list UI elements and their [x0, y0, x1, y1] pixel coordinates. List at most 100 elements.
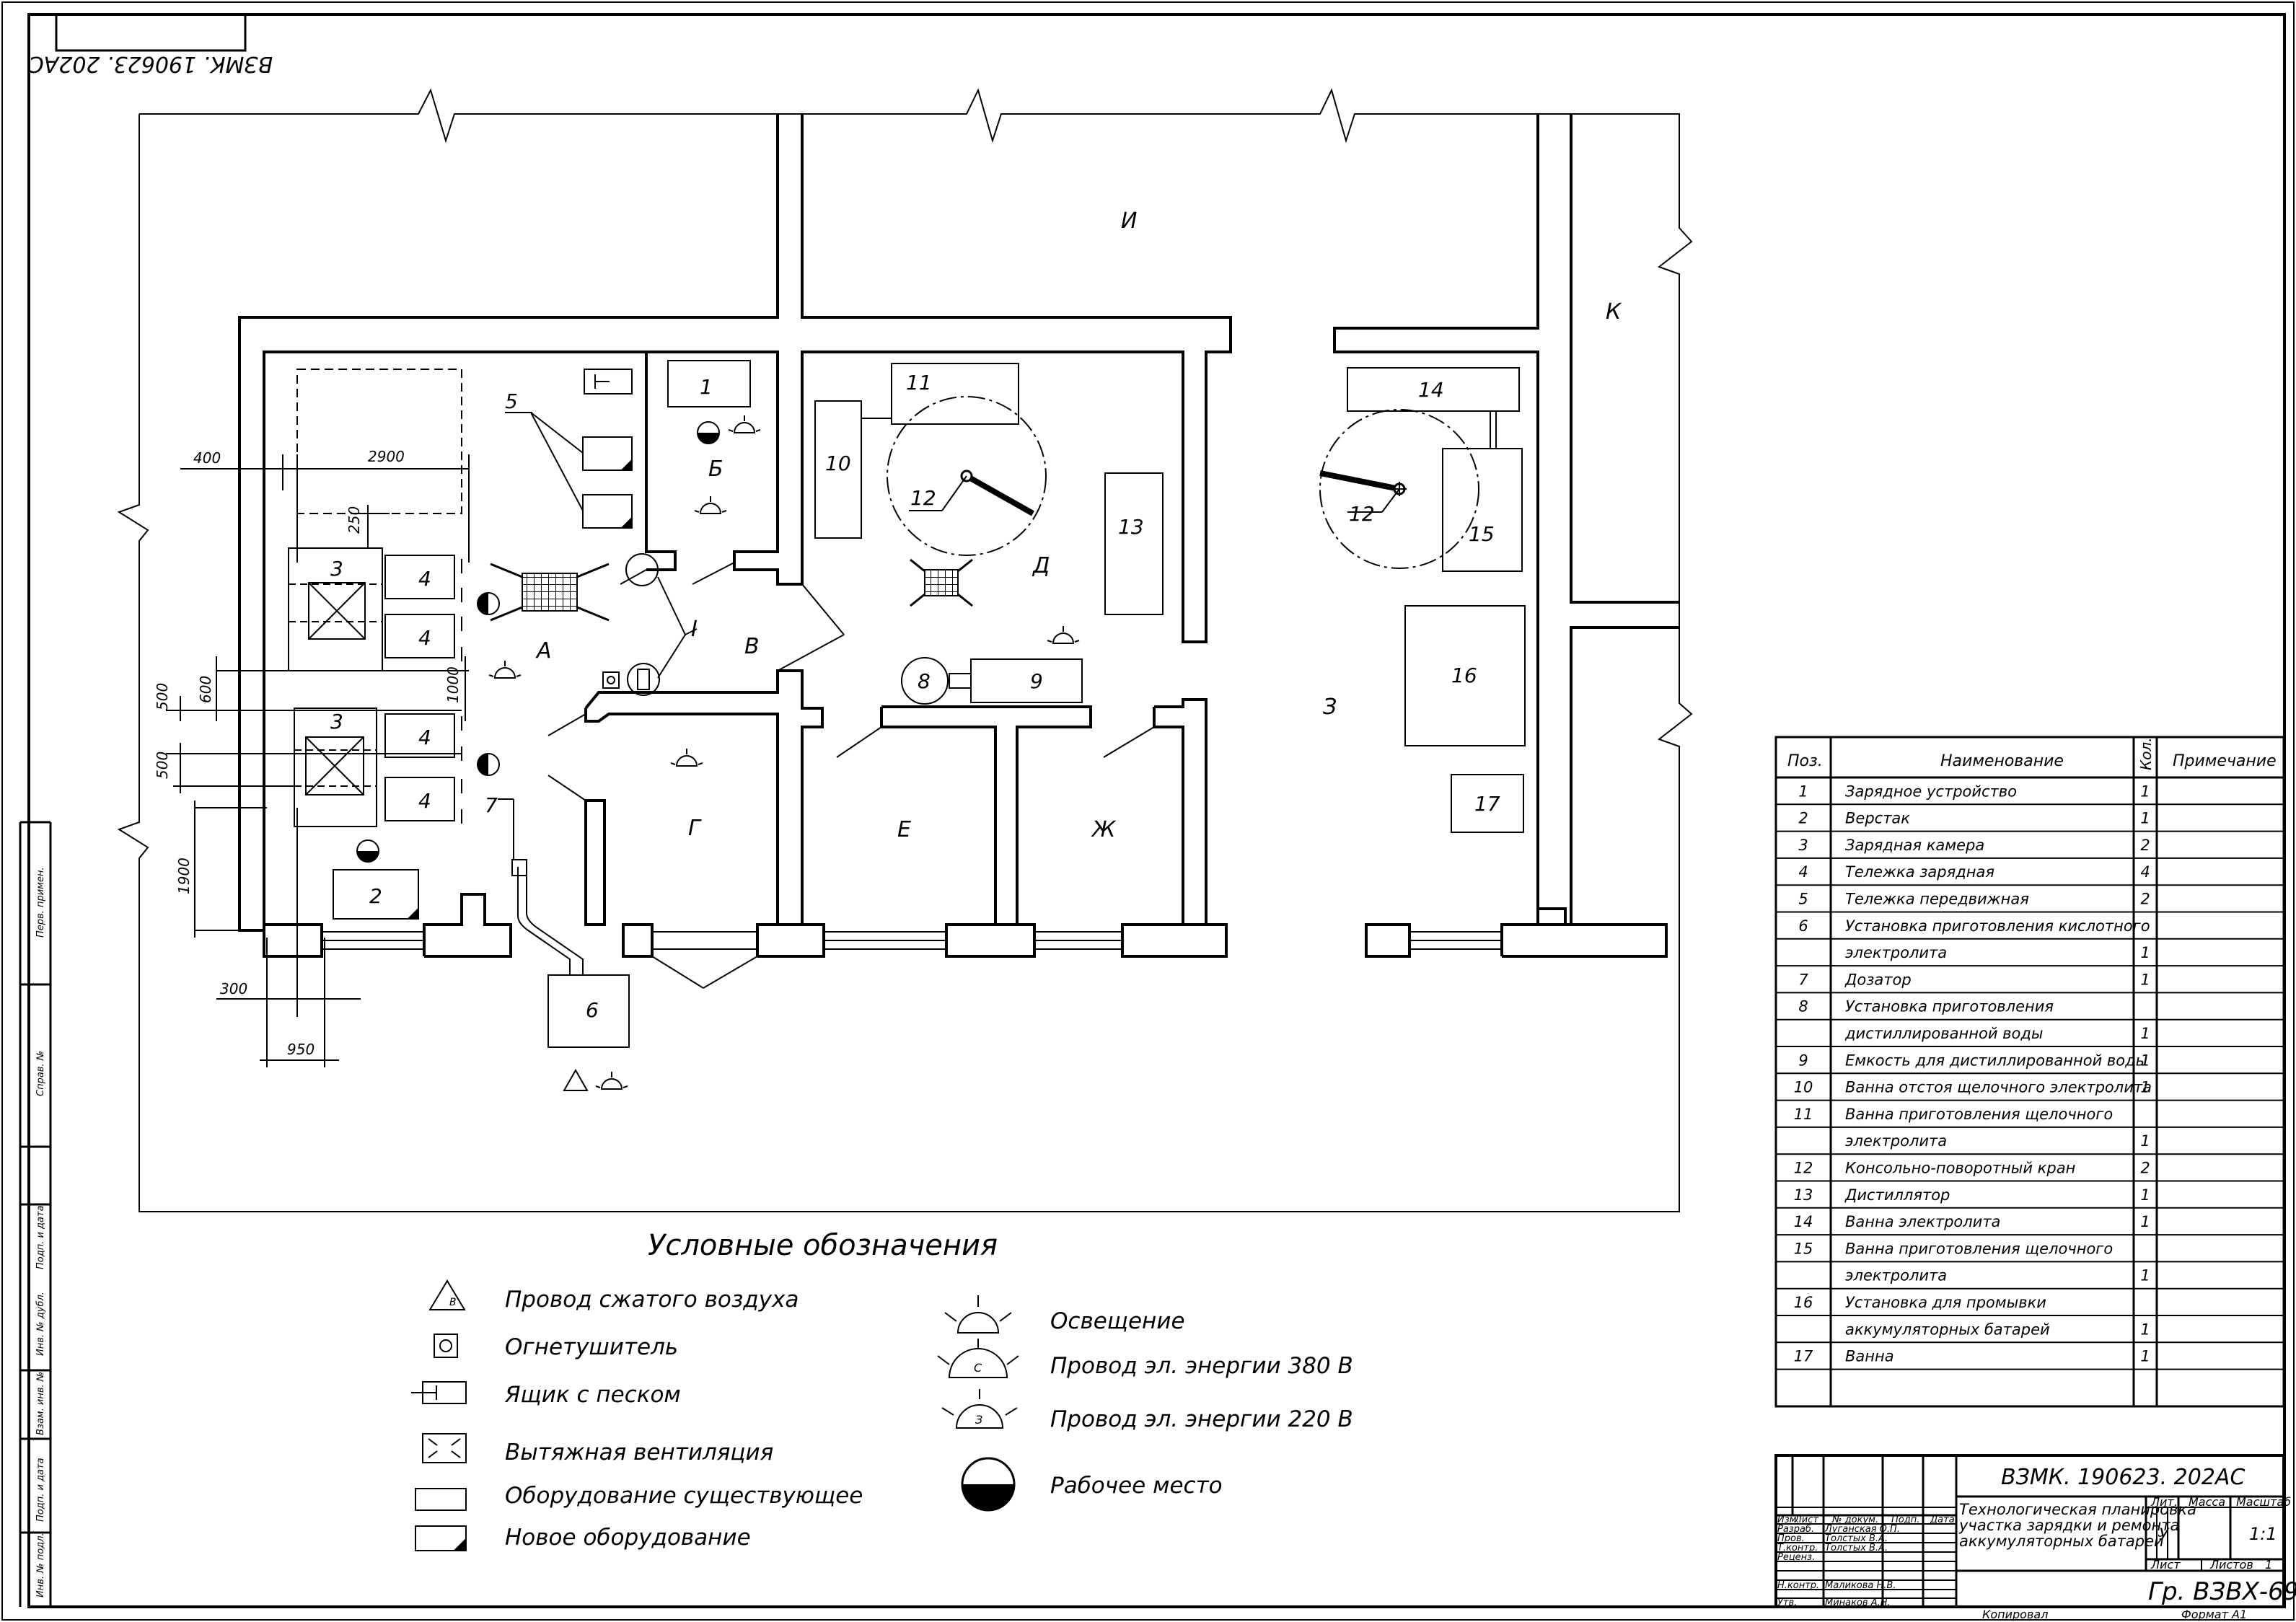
- spec-name: Тележка передвижная: [1845, 891, 2029, 908]
- power380-icon: [937, 1339, 1019, 1378]
- carts-4: [384, 555, 462, 824]
- pos-9: 9: [1030, 669, 1043, 693]
- spec-name: Ванна электролита: [1845, 1213, 2000, 1230]
- pos-8: 8: [918, 669, 931, 693]
- tb-sheets: 1: [2265, 1558, 2272, 1572]
- spec-name: Верстак: [1845, 810, 1910, 827]
- spec-header-name: Наименование: [1940, 752, 2064, 770]
- sidebar-podp2: Подп. и дата: [35, 1458, 46, 1522]
- extinguisher-area: [602, 553, 698, 696]
- extinguisher-icon: [434, 1334, 458, 1358]
- workplace-icon: [961, 1457, 1016, 1512]
- power380-letter: С: [974, 1361, 982, 1375]
- tb-title2: участка зарядки и ремонта: [1958, 1517, 2179, 1534]
- spec-header-qty: Кол.: [2137, 737, 2155, 770]
- tb-recenz: Реценз.: [1777, 1552, 1815, 1563]
- spec-qty: 1: [2140, 1079, 2150, 1096]
- pos-11: 11: [906, 371, 932, 395]
- spec-name: Установка для промывки: [1845, 1294, 2046, 1311]
- legend-lighting: Освещение: [1050, 1308, 1185, 1334]
- spec-name: Ванна: [1845, 1348, 1894, 1365]
- spec-qty: 1: [2140, 971, 2150, 988]
- pos-10: 10: [825, 451, 851, 475]
- spec-qty: 2: [2140, 891, 2150, 908]
- pos-3a: 3: [330, 557, 343, 581]
- tb-n-tkontr: Толстых В.А.: [1825, 1543, 1888, 1553]
- spec-qty: 1: [2140, 1213, 2150, 1230]
- tb-h-doc: № докум.: [1831, 1515, 1878, 1525]
- tb-format: Формат А1: [2181, 1608, 2247, 1621]
- pos-14: 14: [1418, 378, 1444, 402]
- tb-h-list: Лист: [1794, 1515, 1818, 1525]
- pos-2: 2: [369, 884, 382, 908]
- tb-group: Гр. ВЗВХ-691: [2148, 1577, 2296, 1606]
- ventilation-icon: [422, 1433, 467, 1463]
- tb-code: ВЗМК. 190623. 202АС: [2001, 1465, 2245, 1490]
- sidebar-vzam: Взам. инв. №: [35, 1372, 46, 1435]
- ventilation-hood-a: [490, 563, 610, 622]
- walls: [238, 114, 1679, 958]
- tb-n-nkontr: Маликова Н.В.: [1825, 1580, 1896, 1591]
- tb-title1: Технологическая планировка: [1959, 1501, 2196, 1518]
- dim-600: 600: [197, 676, 214, 703]
- dim-950: 950: [287, 1041, 315, 1058]
- trolleys-5: [505, 412, 633, 529]
- pos-5: 5: [505, 389, 518, 413]
- dim-400: 400: [193, 449, 221, 467]
- lighting-symbols-plan: [488, 415, 1080, 1091]
- spec-pos: 14: [1794, 1213, 1813, 1230]
- spec-name: Консольно-поворотный кран: [1845, 1160, 2075, 1177]
- dim-500a: 500: [154, 683, 171, 710]
- spec-name: дистиллированной воды: [1844, 1025, 2043, 1042]
- spec-qty: 1: [2140, 1348, 2150, 1365]
- spec-name: Установка приготовления кислотного: [1845, 917, 2150, 935]
- dim-500b: 500: [154, 752, 171, 779]
- stamp-code-mirrored: ВЗМК. 190623. 202АС: [29, 51, 273, 76]
- tb-prov: Пров.: [1777, 1533, 1805, 1544]
- spec-pos: 17: [1794, 1348, 1813, 1365]
- spec-name: Установка приготовления: [1845, 998, 2054, 1015]
- spec-qty: 2: [2140, 1160, 2150, 1177]
- ventilation-hood-d: [910, 558, 973, 607]
- spec-qty: 2: [2140, 837, 2150, 854]
- spec-name: Ванна отстоя щелочного электролита: [1845, 1079, 2152, 1096]
- tb-utv: Утв.: [1777, 1597, 1797, 1608]
- tb-title3: аккумуляторных батарей: [1959, 1533, 2164, 1550]
- spec-pos: 3: [1798, 837, 1808, 854]
- tb-h-date: Дата: [1930, 1515, 1955, 1525]
- dimension-lines: [166, 454, 470, 1067]
- dim-250: 250: [346, 506, 363, 534]
- legend-air-symbol: [428, 1279, 466, 1310]
- lighting-icon: [944, 1295, 1012, 1334]
- spec-pos: 6: [1798, 917, 1808, 935]
- dim-300: 300: [220, 980, 247, 997]
- legend-title: Условные обозначения: [648, 1229, 998, 1262]
- spec-qty: 1: [2140, 1025, 2150, 1042]
- pos-7: 7: [485, 793, 498, 817]
- spec-pos: 13: [1794, 1186, 1813, 1204]
- spec-pos: 4: [1798, 863, 1808, 881]
- tb-lit-h: Лит.: [2150, 1495, 2178, 1509]
- spec-name: Ванна приготовления щелочного: [1845, 1240, 2113, 1257]
- sidebar-sprav: Справ. №: [35, 1051, 46, 1096]
- title-block-grid: [1774, 1454, 2285, 1608]
- power220-icon: [941, 1389, 1018, 1429]
- pos-12a: 12: [910, 486, 936, 510]
- charging-camera-3a: [288, 547, 383, 671]
- legend-existing: Оборудование существующее: [505, 1483, 863, 1509]
- dashed-zone: [296, 369, 462, 514]
- sidebar-podp1: Подп. и дата: [35, 1205, 46, 1269]
- spec-pos: 7: [1798, 971, 1808, 988]
- tb-n-prov: Толстых В.А.: [1825, 1533, 1888, 1544]
- sidebar-perv: Перв. примен.: [35, 867, 46, 938]
- tb-h-izm: Изм.: [1777, 1515, 1800, 1525]
- pos-4c: 4: [418, 726, 431, 749]
- room-A: А: [535, 638, 552, 664]
- spec-name: Зарядное устройство: [1845, 783, 2017, 800]
- spec-qty: 1: [2140, 810, 2150, 827]
- tb-scale-h: Масштаб: [2236, 1495, 2291, 1509]
- spec-pos: 9: [1798, 1052, 1808, 1069]
- legend-air-sym-letter: В: [449, 1297, 457, 1308]
- workbench-2: [333, 869, 419, 920]
